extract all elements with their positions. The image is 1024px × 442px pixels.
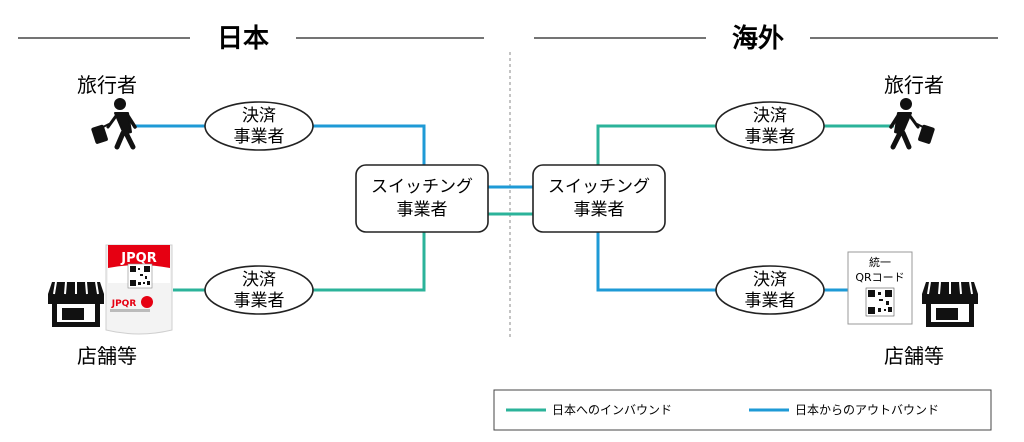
payment-provider-label: 決済 (242, 106, 276, 126)
unified-qr-label: QRコード (855, 271, 904, 284)
switching-provider-node (355, 164, 489, 233)
payment-provider-label: 事業者 (234, 127, 285, 147)
traveler-icon-right (889, 98, 935, 150)
switching-provider-label: 事業者 (397, 200, 448, 220)
unified-qr-label: 統一 (869, 255, 891, 269)
jpqr-stand: JPQR JPQR (105, 244, 173, 335)
switching-provider-label: 事業者 (574, 200, 625, 220)
store-label-right: 店舗等 (884, 344, 944, 368)
inbound-line (313, 231, 426, 292)
payment-provider-label: 事業者 (745, 291, 796, 311)
payment-provider-node (715, 101, 825, 151)
traveler-icon-left (91, 98, 137, 150)
qr-code-icon (865, 287, 895, 317)
traveler-label-left: 旅行者 (77, 73, 137, 97)
payment-provider-label: 決済 (242, 270, 276, 290)
payment-provider-node (204, 265, 314, 315)
unified-qr-card: 統一 QRコード (847, 251, 913, 325)
legend-inbound-label: 日本へのインバウンド (552, 403, 672, 417)
payment-provider-label: 事業者 (234, 291, 285, 311)
traveler-label-right: 旅行者 (884, 73, 944, 97)
legend: 日本へのインバウンド 日本からのアウトバウンド (493, 389, 992, 431)
payment-provider-node (204, 101, 314, 151)
payment-provider-label: 事業者 (745, 127, 796, 147)
store-icon-right (922, 281, 978, 327)
payment-provider-node (715, 265, 825, 315)
switching-provider-label: スイッチング (548, 177, 650, 197)
switching-provider-label: スイッチング (371, 177, 473, 197)
store-icon-left (48, 281, 104, 327)
section-title-overseas: 海外 (732, 24, 784, 54)
payment-provider-label: 決済 (753, 270, 787, 290)
section-title-japan: 日本 (217, 24, 269, 54)
store-label-left: 店舗等 (77, 344, 137, 368)
inbound-line (596, 124, 716, 166)
outbound-line (313, 124, 426, 166)
qr-code-icon (130, 266, 150, 286)
jpqr-logo: JPQR (120, 251, 156, 266)
legend-outbound-label: 日本からのアウトバウンド (795, 403, 939, 417)
jpqr-small-logo: JPQR (111, 299, 137, 309)
payment-provider-label: 決済 (753, 106, 787, 126)
switching-provider-node (532, 164, 666, 233)
outbound-line (596, 231, 716, 292)
